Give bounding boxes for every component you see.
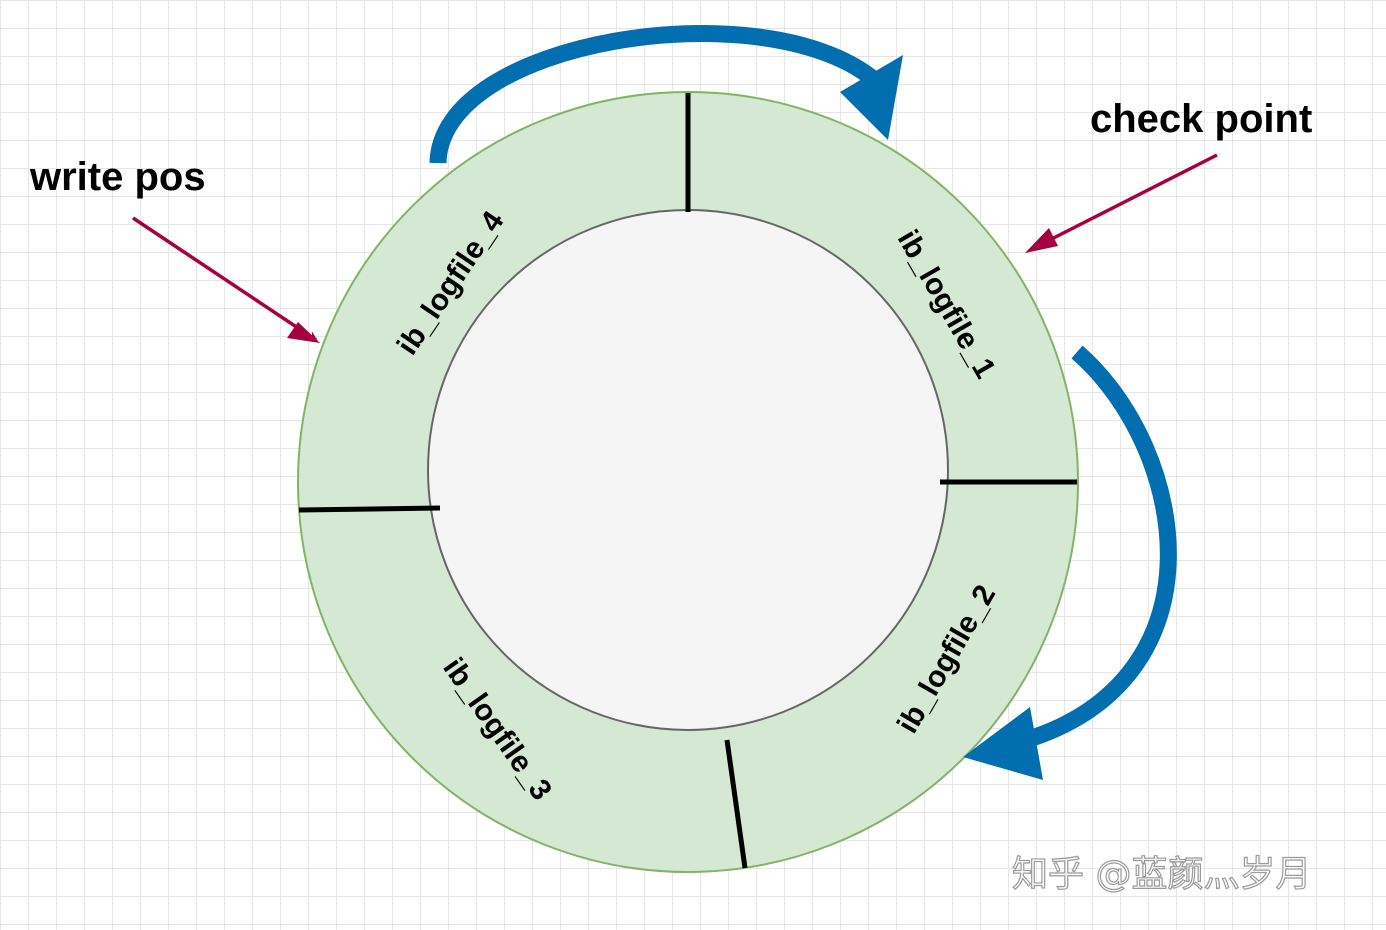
ring-center — [427, 209, 949, 731]
check-point-label: check point — [1090, 97, 1312, 141]
write-pos-arrowhead — [287, 322, 320, 343]
check-point-arrowhead — [1025, 228, 1058, 253]
write-pos-pointer — [132, 216, 318, 342]
write-pos-label: write pos — [29, 155, 206, 199]
divider-bottom — [724, 739, 748, 869]
flow-arrow-right — [963, 345, 1177, 780]
watermark-text: 知乎 @蓝颜灬岁月 — [1012, 854, 1311, 895]
divider-left — [298, 505, 441, 513]
flow-arrow-top — [429, 25, 903, 164]
check-point-pointer — [1029, 153, 1218, 252]
